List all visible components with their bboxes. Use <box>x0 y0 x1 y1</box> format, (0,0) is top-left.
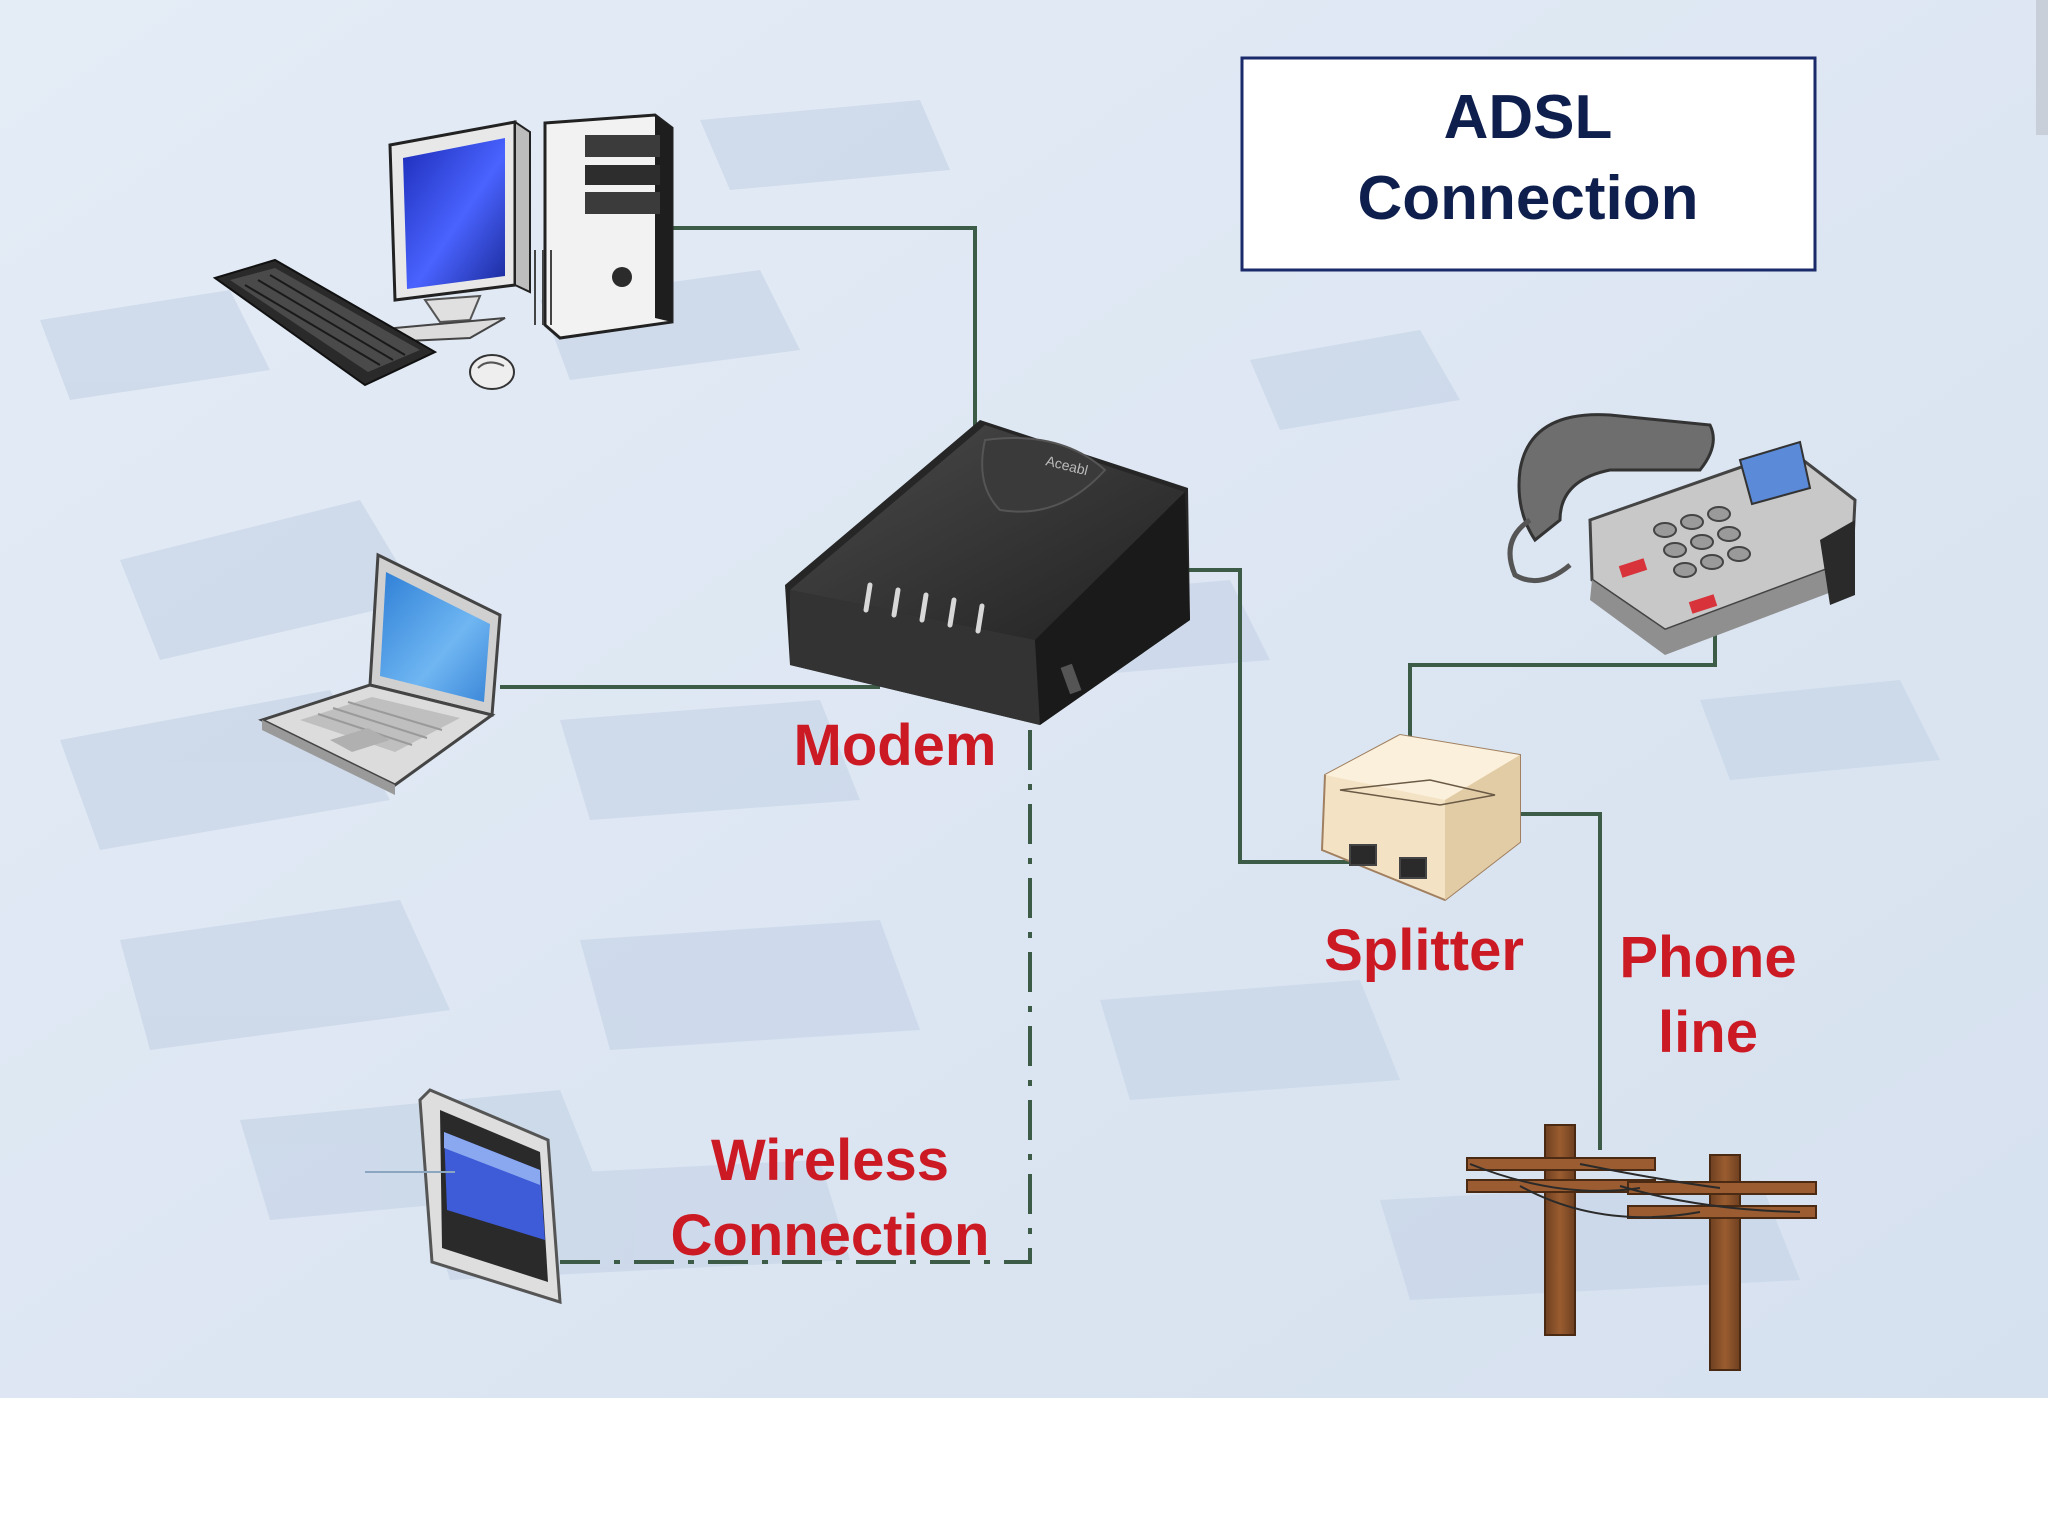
modem-icon: Aceabl <box>785 420 1190 725</box>
cable-desktop-modem <box>670 226 977 430</box>
splitter-icon <box>1320 733 1521 902</box>
laptop-icon <box>258 552 502 795</box>
wireless-dashed-line <box>560 730 1032 1264</box>
phone-line-label-2: line <box>1658 1000 1758 1065</box>
title-box: ADSL Connection <box>1240 56 1817 272</box>
splitter-label: Splitter <box>1324 918 1524 983</box>
wireless-label-1: Wireless <box>711 1128 949 1193</box>
edge-strip <box>2036 0 2048 135</box>
telephone-icon <box>1507 413 1857 655</box>
title-line-1: ADSL <box>1444 83 1613 152</box>
tablet-icon <box>365 1088 562 1305</box>
wireless-label-2: Connection <box>671 1203 990 1268</box>
modem-label: Modem <box>794 713 997 778</box>
bottom-margin <box>0 1398 2048 1536</box>
desktop-computer-icon <box>212 113 674 390</box>
title-line-2: Connection <box>1358 164 1699 233</box>
phone-line-label-1: Phone <box>1619 925 1796 990</box>
wireless-link <box>560 730 1032 1264</box>
cable-splitter-phone-line <box>1520 812 1602 1150</box>
cable-modem-splitter <box>1160 568 1370 864</box>
utility-pole-icon <box>1466 1124 1817 1371</box>
